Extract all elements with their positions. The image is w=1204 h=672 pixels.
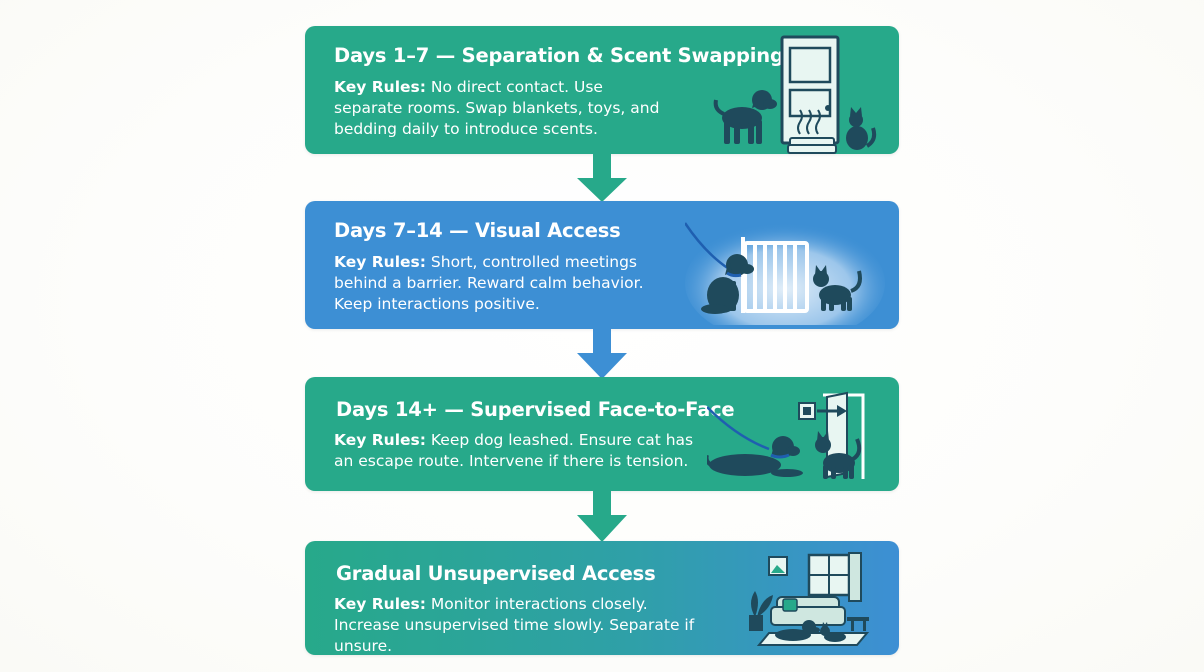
stage-1-card: Days 1–7 — Separation & Scent Swapping K… bbox=[305, 26, 899, 154]
stage-3-key-label: Key Rules: bbox=[334, 431, 426, 449]
stage-1-key-label: Key Rules: bbox=[334, 78, 426, 96]
stage-2-key-label: Key Rules: bbox=[334, 253, 426, 271]
stage-3-rules-text: Keep dog leashed. Ensure cat has an esca… bbox=[334, 431, 694, 470]
baby-gate-dog-cat-icon bbox=[685, 222, 885, 325]
stage-4-title: Gradual Unsupervised Access bbox=[336, 562, 656, 585]
stage-3-rules: Key Rules: Keep dog leashed. Ensure cat … bbox=[334, 430, 704, 472]
stage-4-card: Gradual Unsupervised Access Key Rules: M… bbox=[305, 541, 899, 655]
arrow-down-icon bbox=[577, 154, 627, 202]
arrow-down-icon bbox=[577, 491, 627, 542]
living-room-dog-cat-icon bbox=[749, 552, 870, 646]
stage-2-rules: Key Rules: Short, controlled meetings be… bbox=[334, 252, 654, 315]
stage-3-card: Days 14+ — Supervised Face-to-Face Key R… bbox=[305, 377, 899, 491]
door-dog-cat-blanket-icon bbox=[713, 35, 877, 154]
stage-2-card: Days 7–14 — Visual Access Key Rules: Sho… bbox=[305, 201, 899, 329]
stage-1-title: Days 1–7 — Separation & Scent Swapping bbox=[334, 44, 784, 67]
stage-1-rules: Key Rules: No direct contact. Use separa… bbox=[334, 77, 664, 140]
stage-4-rules-text: Monitor interactions closely. Increase u… bbox=[334, 595, 695, 655]
leashed-dog-cat-escape-door-icon bbox=[707, 391, 865, 479]
stage-4-key-label: Key Rules: bbox=[334, 595, 426, 613]
stage-1-rules-text: No direct contact. Use separate rooms. S… bbox=[334, 78, 660, 138]
stage-3-title: Days 14+ — Supervised Face-to-Face bbox=[336, 398, 735, 421]
stage-2-rules-text: Short, controlled meetings behind a barr… bbox=[334, 253, 644, 313]
arrow-down-icon bbox=[577, 329, 627, 379]
stage-2-title: Days 7–14 — Visual Access bbox=[334, 219, 621, 242]
stage-4-rules: Key Rules: Monitor interactions closely.… bbox=[334, 594, 714, 655]
